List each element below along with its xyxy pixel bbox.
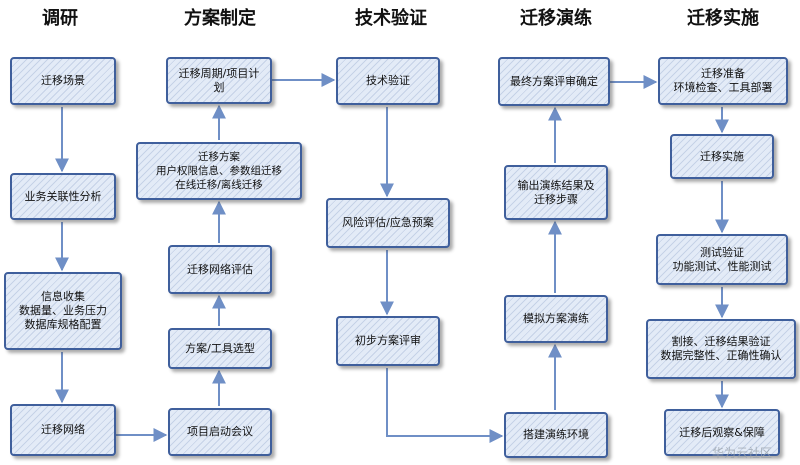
column-title-plan: 方案制定 [184,8,256,29]
step-label: 迁移周期/项目计 [178,66,260,80]
step-simulate-drill[interactable]: 模拟方案演练 [504,295,608,343]
step-migration-network[interactable]: 迁移网络 [10,404,116,456]
column-title-tech-verify: 技术验证 [355,8,427,29]
step-migration-prep[interactable]: 迁移准备 环境检查、工具部署 [658,57,788,105]
step-label: 环境检查、工具部署 [673,81,773,94]
step-label: 项目启动会议 [187,425,253,438]
step-network-assessment[interactable]: 迁移网络评估 [168,245,272,294]
step-label: 迁移网络 [41,423,85,436]
step-label: 技术验证 [366,74,410,87]
step-label: 搭建演练环境 [523,428,589,441]
step-tool-selection[interactable]: 方案/工具选型 [168,328,272,369]
step-label: 初步方案评审 [355,334,421,347]
arrow-review-to-drill-env [386,368,504,443]
step-business-correlation-analysis[interactable]: 业务关联性分析 [10,173,116,220]
step-tech-verification[interactable]: 技术验证 [336,57,440,105]
step-initial-review[interactable]: 初步方案评审 [336,316,440,366]
watermark: 华为云社区 [712,446,773,460]
step-label: 数据量、业务压力 [19,304,107,317]
step-build-drill-env[interactable]: 搭建演练环境 [504,412,608,458]
step-label: 迁移实施 [700,149,744,163]
step-migration-schedule[interactable]: 迁移周期/项目计 划 [166,57,272,104]
step-label: 功能测试、性能测试 [672,259,772,273]
step-label: 业务关联性分析 [24,189,102,203]
step-label: 划 [213,80,225,94]
step-migration-scenario[interactable]: 迁移场景 [10,57,116,105]
step-migration-plan[interactable]: 迁移方案 用户权限信息、参数组迁移 在线迁移/离线迁移 [136,142,302,200]
step-label: 模拟方案演练 [523,312,589,325]
column-title-research: 调研 [42,8,78,29]
step-label: 迁移准备 [701,67,745,80]
column-title-implement: 迁移实施 [687,8,759,29]
step-label: 迁移场景 [41,74,85,87]
step-label: 迁移步骤 [534,192,578,206]
step-label: 信息收集 [41,290,85,303]
step-label: 方案/工具选型 [185,341,255,355]
step-label: 测试验证 [700,245,744,259]
step-info-collection[interactable]: 信息收集 数据量、业务压力 数据库规格配置 [4,272,122,350]
step-label: 在线迁移/离线迁移 [175,179,263,191]
step-final-review[interactable]: 最终方案评审确定 [498,57,610,106]
step-risk-assessment[interactable]: 风险评估/应急预案 [326,198,450,248]
step-label: 迁移网络评估 [187,262,253,276]
step-drill-results[interactable]: 输出演练结果及 迁移步骤 [504,165,608,220]
step-cutover-validation[interactable]: 割接、迁移结果验证 数据完整性、正确性确认 [646,319,796,379]
step-label: 输出演练结果及 [517,178,595,192]
step-label: 用户权限信息、参数组迁移 [156,165,282,177]
step-project-kickoff[interactable]: 项目启动会议 [168,408,272,456]
step-migration-execution[interactable]: 迁移实施 [670,134,774,179]
step-post-migration-support[interactable]: 迁移后观察&保障 [664,409,780,456]
step-label: 风险评估/应急预案 [342,216,434,229]
step-label: 迁移后观察&保障 [679,425,765,439]
step-label: 最终方案评审确定 [510,74,598,88]
step-label: 数据库规格配置 [24,318,102,331]
column-title-drill: 迁移演练 [520,8,592,29]
step-test-verification[interactable]: 测试验证 功能测试、性能测试 [656,234,788,285]
step-label: 割接、迁移结果验证 [671,335,771,348]
step-label: 迁移方案 [198,151,240,163]
step-label: 数据完整性、正确性确认 [660,349,782,362]
